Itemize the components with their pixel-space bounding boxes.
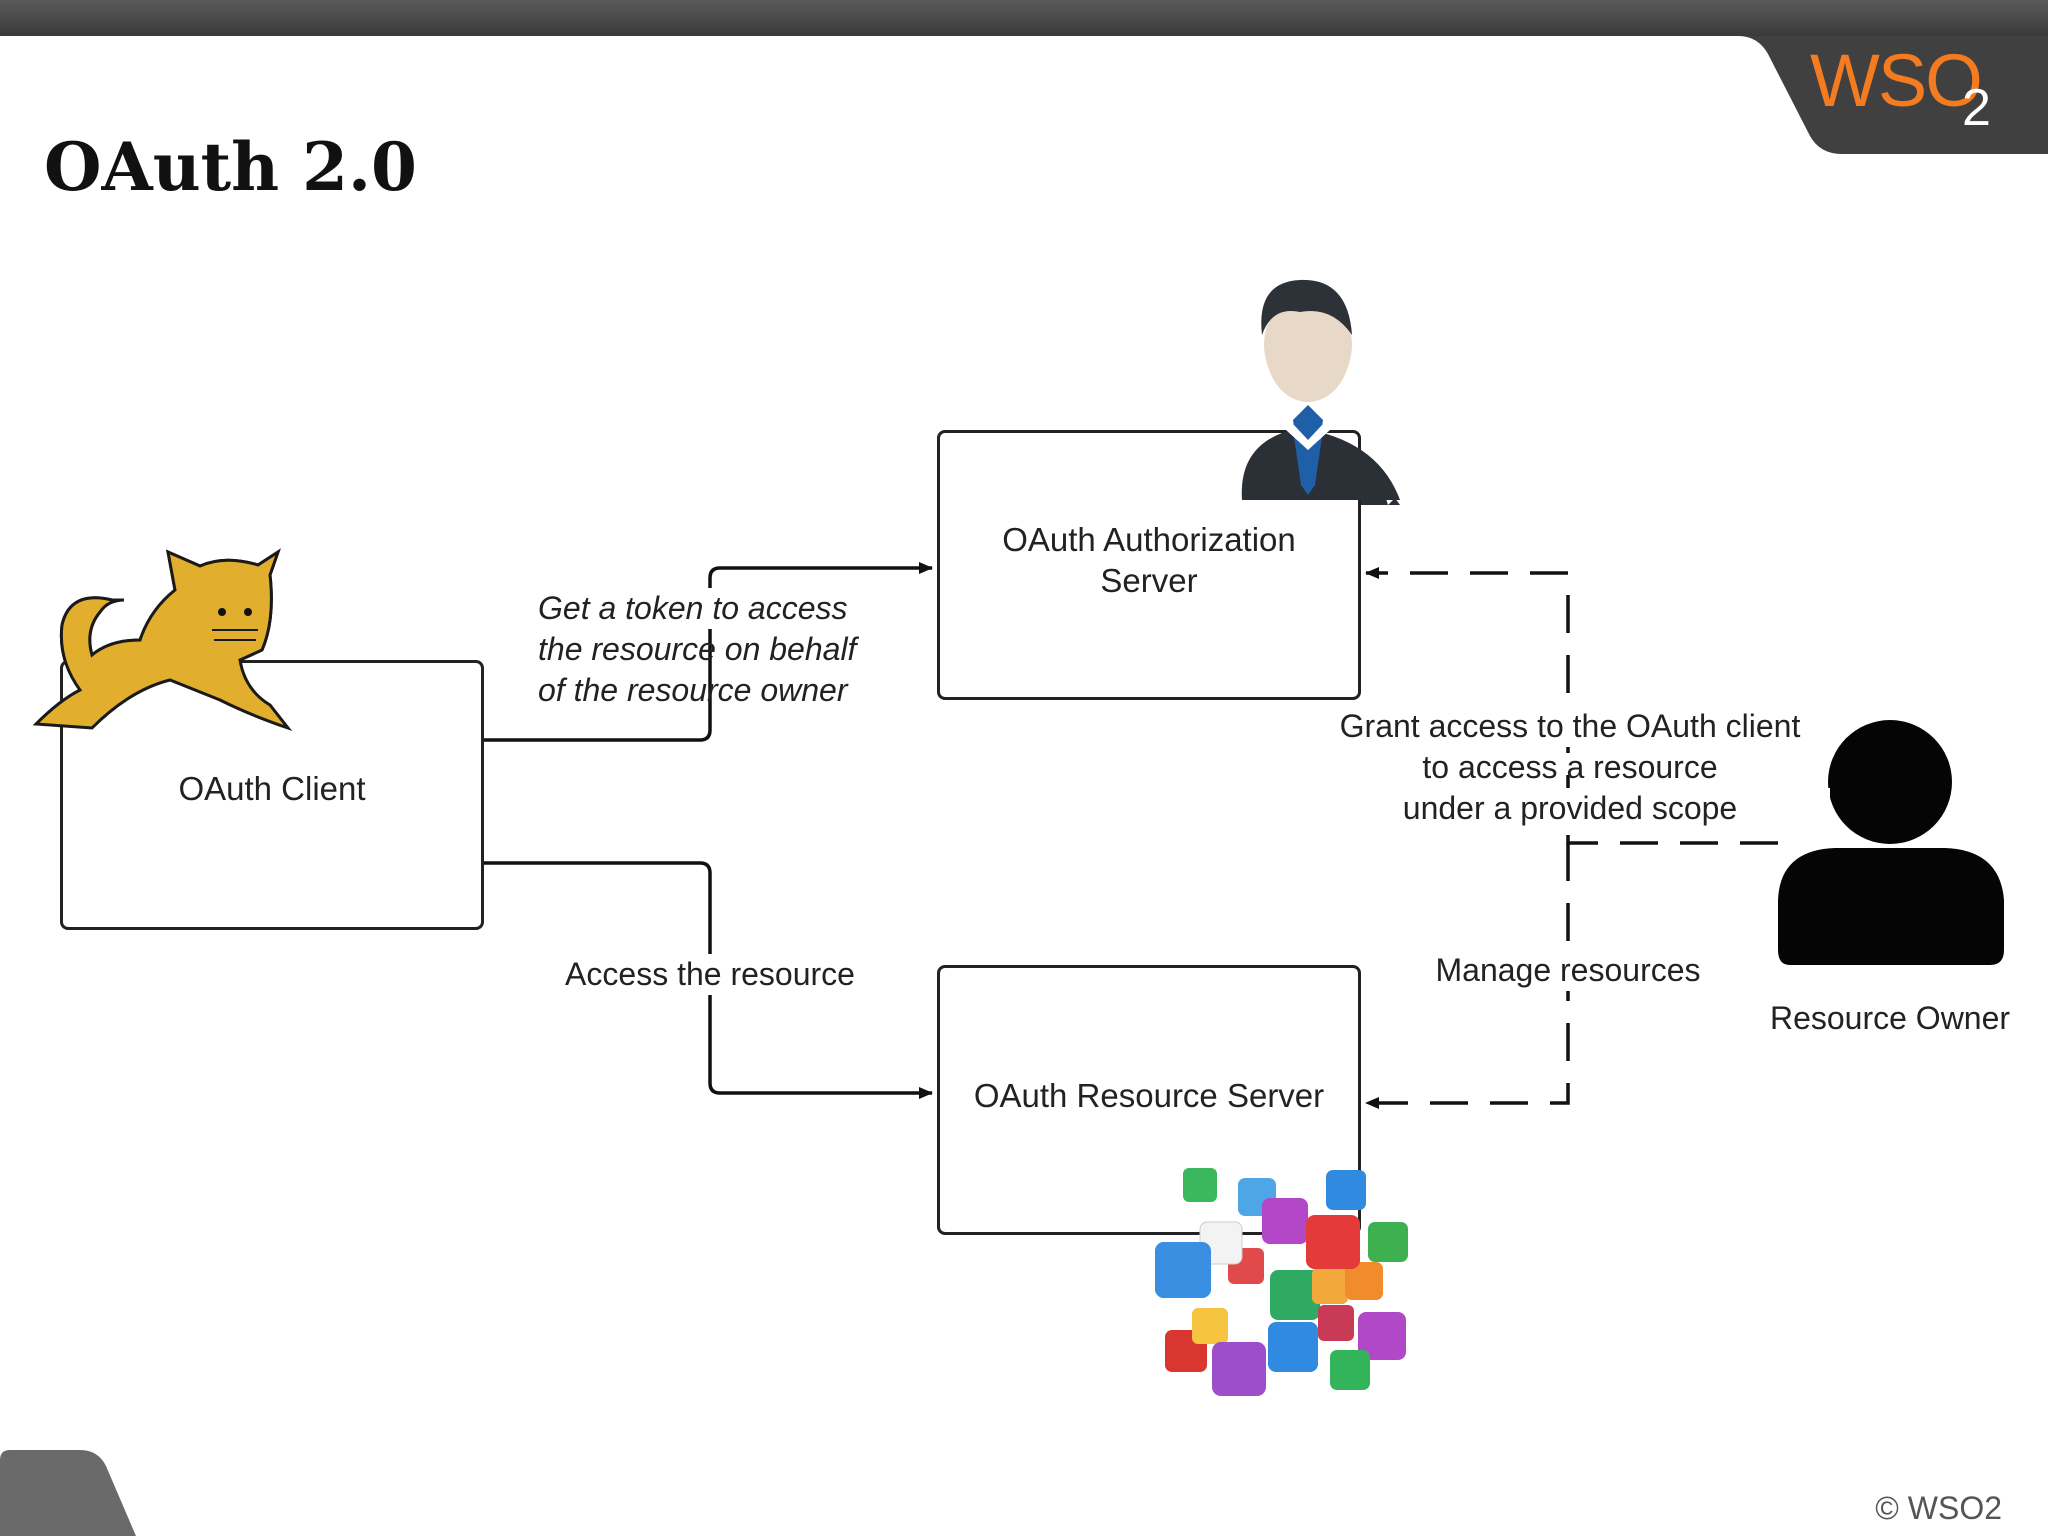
grant-access-label-line2: to access a resource — [1422, 749, 1718, 785]
copyright-text: © WSO2 — [1875, 1490, 2002, 1526]
auth-server-label-line1: OAuth Authorization — [1002, 521, 1296, 558]
access-resource-label: Access the resource — [550, 954, 870, 995]
get-token-label-line1: Get a token to access — [538, 588, 848, 629]
resource-server-label: OAuth Resource Server — [973, 1077, 1325, 1114]
top-bar — [0, 0, 2048, 36]
auth-server-label-line2: Server — [1100, 562, 1198, 599]
grant-access-label-line1: Grant access to the OAuth client — [1310, 706, 1830, 747]
wso2-logo-subscript: 2 — [1962, 79, 1991, 137]
user-silhouette-icon — [1778, 720, 2004, 965]
slide-title: OAuth 2.0 — [44, 128, 417, 206]
footer-decoration — [0, 1450, 136, 1536]
grant-access-label-line3: under a provided scope — [1310, 788, 1830, 829]
manage-resources-label: Manage resources — [1400, 950, 1736, 991]
get-token-label-line3: of the resource owner — [538, 672, 848, 708]
oauth-client-label: OAuth Client — [178, 770, 366, 807]
manage-resources-connector — [1365, 843, 1570, 1109]
resource-owner-label: Resource Owner — [1769, 1000, 2011, 1036]
wso2-logo: WSO — [1810, 39, 1983, 122]
resource-server-box — [937, 965, 1361, 1235]
get-token-connector — [482, 562, 933, 742]
logo-tab — [1738, 36, 2048, 154]
get-token-label-line2: the resource on behalf — [538, 631, 857, 667]
